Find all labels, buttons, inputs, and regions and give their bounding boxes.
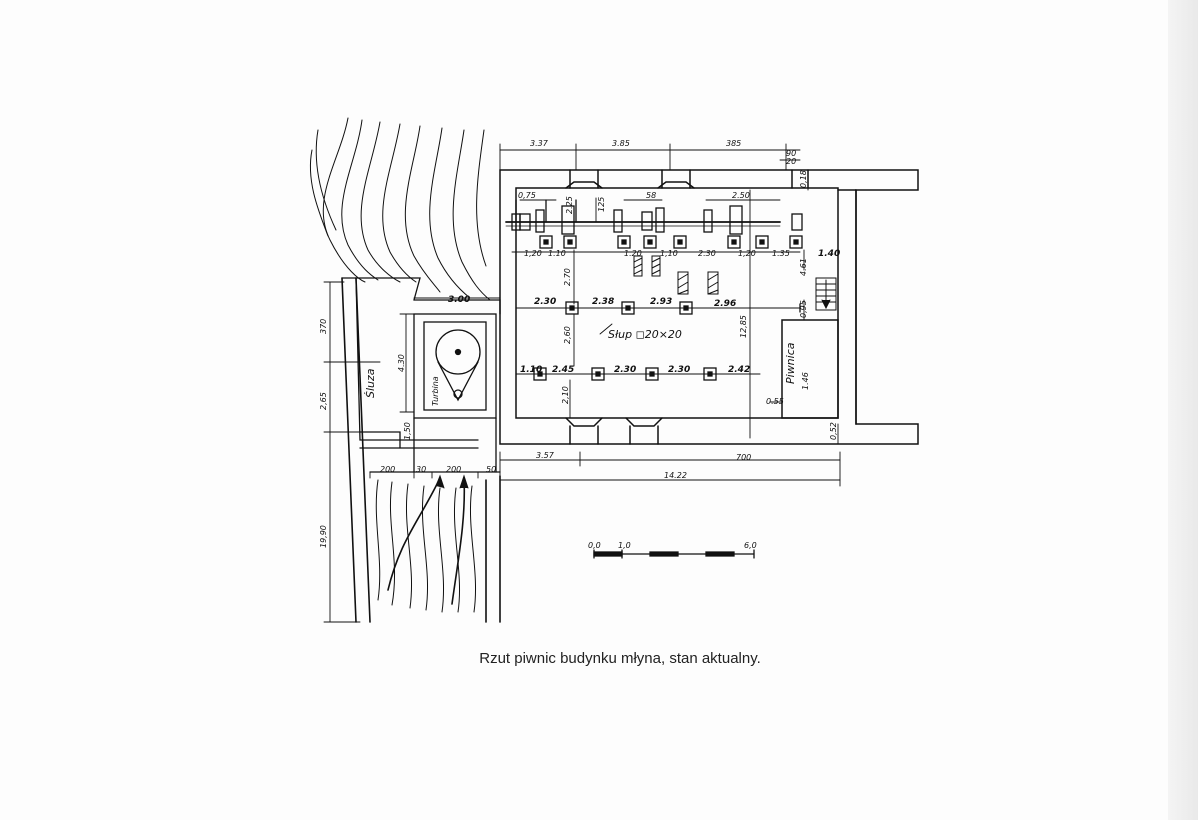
dim-125: 125 [597, 197, 606, 212]
dim-row1-238: 2.38 [592, 297, 614, 307]
dim-370: 370 [319, 319, 328, 334]
label-slup: Słup ◻20×20 [608, 328, 682, 341]
dim-052: 0,52 [829, 422, 838, 440]
figure-caption: Rzut piwnic budynku młyna, stan aktualny… [479, 650, 761, 667]
column-row-1 [515, 301, 801, 315]
dim-1285: 12,85 [739, 315, 748, 338]
dim-row1-293: 2.93 [650, 297, 672, 307]
top-dimension-chain [499, 143, 809, 201]
building-outline [499, 169, 919, 445]
dim-top-385a: 3.85 [612, 139, 630, 148]
transmission-shaft [505, 199, 803, 235]
dim-260: 2,60 [563, 326, 572, 344]
scale-tick-0: 0,0 [588, 541, 601, 550]
water-flow-upper [309, 117, 491, 301]
dim-120a: 1,20 [524, 249, 542, 258]
dim-265: 2,65 [319, 392, 328, 410]
dim-row2-242: 2.42 [728, 365, 750, 375]
label-piwnica: Piwnica [784, 342, 797, 384]
dim-1990: 19,90 [319, 525, 328, 548]
dim-58: 58 [646, 191, 656, 200]
internal-dimension-lines [511, 189, 805, 439]
dim-top-337: 3.37 [530, 139, 549, 148]
scale-tick-1: 1,0 [618, 541, 631, 550]
dim-055: 0.55 [766, 397, 784, 406]
dim-bottom-30: 30 [416, 465, 426, 474]
dim-row2-245: 2.45 [552, 365, 574, 375]
dim-top-20: 20 [786, 157, 796, 166]
dim-140: 1.40 [818, 249, 840, 259]
dim-225: 2.25 [565, 196, 574, 214]
dim-row2-110: 1.10 [520, 365, 542, 375]
dim-bottom-357: 3.57 [536, 451, 555, 460]
dim-bottom-700: 700 [736, 453, 751, 462]
dim-top-90: 90 [786, 149, 796, 158]
turbine-chamber [413, 299, 501, 473]
dim-bottom-1422: 14.22 [664, 471, 687, 480]
left-dimension-chain [323, 281, 501, 623]
bottom-dimension-chain [369, 423, 841, 487]
dim-top-385b: 385 [726, 139, 741, 148]
water-flow-lower [375, 474, 477, 613]
stairs [815, 277, 837, 311]
dim-120b: 1.20 [624, 249, 642, 258]
column-row-2 [515, 367, 761, 381]
dim-075: 0,75 [518, 191, 536, 200]
dim-bottom-200a: 200 [380, 465, 395, 474]
dim-250: 2.50 [732, 191, 750, 200]
dim-bottom-50: 50 [486, 465, 496, 474]
sluice-channel-walls [341, 277, 501, 623]
dim-146: 1.46 [801, 372, 810, 390]
dim-430: 4.30 [397, 354, 406, 372]
dim-row1-296: 2.96 [714, 299, 736, 309]
scale-tick-6: 6,0 [744, 541, 757, 550]
foundation-blocks [539, 235, 803, 249]
dim-row1-230: 2.30 [534, 297, 556, 307]
dim-top-018: 0,18 [799, 170, 808, 188]
dim-230a: 2.30 [698, 249, 716, 258]
dim-095: 0,95 [799, 300, 808, 318]
dim-461: 4.61 [799, 258, 808, 276]
page-edge-shadow [1168, 0, 1198, 820]
dim-row2-230b: 2.30 [614, 365, 636, 375]
label-turbina: Turbina [431, 376, 440, 406]
label-sluza: Śluza [364, 368, 377, 398]
dim-row2-230c: 2.30 [668, 365, 690, 375]
dim-270: 2.70 [563, 268, 572, 286]
dim-110a: 1.10 [548, 249, 566, 258]
dim-110b: 1,10 [660, 249, 678, 258]
dim-300: 3.00 [448, 295, 470, 305]
dim-210: 2,10 [561, 386, 570, 404]
scale-bar [593, 549, 755, 559]
dim-bottom-200b: 200 [446, 465, 461, 474]
machine-bases [633, 255, 719, 295]
dim-150: 1,50 [403, 422, 412, 440]
dim-135: 1.35 [772, 249, 790, 258]
dim-120c: 1,20 [738, 249, 756, 258]
